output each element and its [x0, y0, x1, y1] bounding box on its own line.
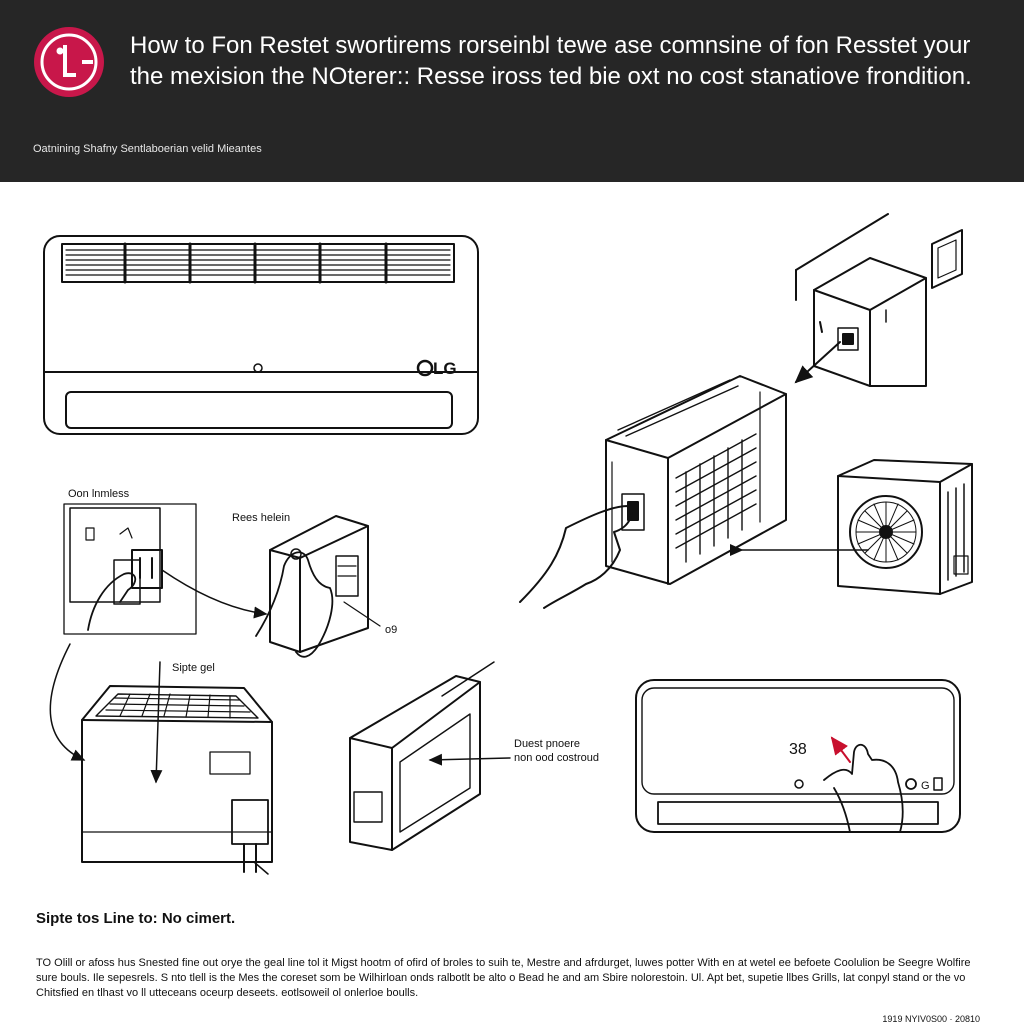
central-ac-unit	[605, 375, 869, 585]
unit-brand-label: LG	[433, 359, 457, 378]
panel-logo-label: G	[921, 780, 930, 792]
open-filter-unit	[81, 661, 273, 875]
indoor-ac-unit	[43, 235, 479, 435]
label-duest-pnoere: Duest pnoere	[514, 738, 581, 750]
diagram-canvas: LG	[43, 213, 973, 875]
cube-unit	[349, 661, 511, 851]
hand-reaching-unit	[519, 505, 633, 609]
page-title: How to Fon Restet swortirems rorseinbl t…	[130, 32, 972, 90]
footer-body: TO Olill or afoss hus Snested fine out o…	[36, 957, 971, 999]
control-panel-unit	[635, 679, 961, 833]
display-value: 38	[789, 741, 807, 758]
wall-switch-box	[794, 213, 963, 387]
header-banner: How to Fon Restet swortirems rorseinbl t…	[0, 0, 1024, 182]
label-o9: o9	[385, 624, 398, 636]
outdoor-fan-unit	[837, 459, 973, 595]
label-rees-helein: Rees helein	[232, 512, 291, 524]
reset-button-box	[255, 515, 381, 658]
lg-logo-icon	[34, 27, 104, 97]
label-non-ood-costroud: non ood costroud	[514, 752, 600, 764]
reset-diagram: LG	[0, 182, 1024, 902]
footer-heading: Sipte tos Line to: No cimert.	[36, 910, 236, 927]
footer-code: 1919 NYIV0S00 · 20810	[882, 1014, 980, 1024]
page-subtitle: Oatnining Shafny Sentlaboerian velid Mie…	[33, 143, 262, 155]
wall-plug-panel	[63, 503, 268, 635]
label-sipte-gel: Sipte gel	[172, 662, 215, 674]
curved-flow-arrow	[49, 643, 86, 761]
label-oon-lnmless: Oon lnmless	[68, 488, 130, 500]
